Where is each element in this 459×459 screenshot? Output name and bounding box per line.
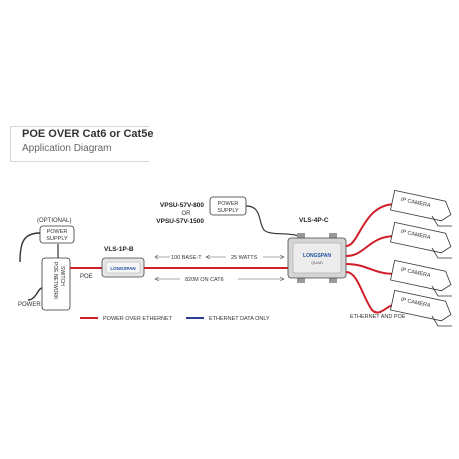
quad-brand: LONGSPAN xyxy=(303,253,331,259)
camera-mount-4 xyxy=(431,315,452,327)
psu-model-1: VPSU-57V-800 xyxy=(160,202,204,209)
power-supply-optional-line1: POWER xyxy=(47,229,68,235)
page-subtitle: Application Diagram xyxy=(22,143,112,154)
quad-name: VLS-4P-C xyxy=(299,217,329,224)
link-arrow-mid xyxy=(205,254,226,260)
legend-data-label: ETHERNET DATA ONLY xyxy=(209,316,270,322)
power-cord-optional xyxy=(19,232,41,263)
power-cord-switch xyxy=(27,287,43,301)
title-frame xyxy=(10,126,149,162)
ip-camera-1: IP CAMERA xyxy=(390,189,452,227)
camera-body-4 xyxy=(390,289,452,322)
power-cable-to-quad xyxy=(245,205,299,237)
injector-brand: LONGSPAN xyxy=(110,266,135,271)
power-supply-optional xyxy=(39,225,75,244)
power-supply-quad-line2: SUPPLY xyxy=(217,208,239,214)
distance-arrow-right xyxy=(238,276,285,282)
link-arrow-right xyxy=(263,254,285,260)
power-supply-optional-line2: SUPPLY xyxy=(46,236,68,242)
base-t-label: 100 BASE-T xyxy=(171,255,202,261)
quad-bracket-bottom xyxy=(297,277,305,283)
poe-cable-camera-3 xyxy=(345,263,397,275)
switch-label-line1: POE NETWORK xyxy=(52,262,58,300)
camera-body-3 xyxy=(390,259,452,292)
quad-sub: QUAD xyxy=(311,260,323,265)
injector-face xyxy=(105,261,141,274)
ip-camera-3: IP CAMERA xyxy=(390,259,452,297)
switch-label-line2: SWITCH xyxy=(59,266,65,286)
power-supply-quad-line1: POWER xyxy=(218,201,239,207)
injector-name: VLS-1P-B xyxy=(104,246,134,253)
ethernet-and-poe-label: ETHERNET AND POE xyxy=(350,314,406,320)
quad-bracket-top xyxy=(297,233,305,239)
distance-arrow-left xyxy=(154,276,180,282)
page-title: POE OVER Cat6 or Cat5e xyxy=(22,128,154,140)
camera-mount-3 xyxy=(431,285,452,297)
psu-model-2: VPSU-57V-1500 xyxy=(156,218,204,225)
quad-bracket-top-right xyxy=(329,233,337,239)
poe-cable-camera-2 xyxy=(345,235,397,257)
quad-face xyxy=(292,242,342,274)
quad-bracket-bottom-right xyxy=(329,277,337,283)
poe-network-switch xyxy=(41,257,71,311)
camera-body-2 xyxy=(390,221,452,254)
distance-label: 820M ON CAT6 xyxy=(185,277,224,283)
optional-label: (OPTIONAL) xyxy=(37,218,71,224)
ip-camera-4: IP CAMERA xyxy=(390,289,452,327)
watts-label: 25 WATTS xyxy=(231,255,258,261)
link-arrow-left xyxy=(154,254,170,260)
camera-mount-1 xyxy=(431,215,452,227)
camera-mount-2 xyxy=(431,247,452,259)
poe-cable-camera-4 xyxy=(345,271,397,314)
power-label: POWER xyxy=(18,302,41,308)
psu-or: OR xyxy=(182,211,192,217)
poe-cable-camera-1 xyxy=(345,203,397,247)
camera-body-1 xyxy=(390,189,452,222)
poe-label: POE xyxy=(80,274,93,280)
ip-camera-2: IP CAMERA xyxy=(390,221,452,259)
legend-poe-label: POWER OVER ETHERNET xyxy=(103,316,173,322)
